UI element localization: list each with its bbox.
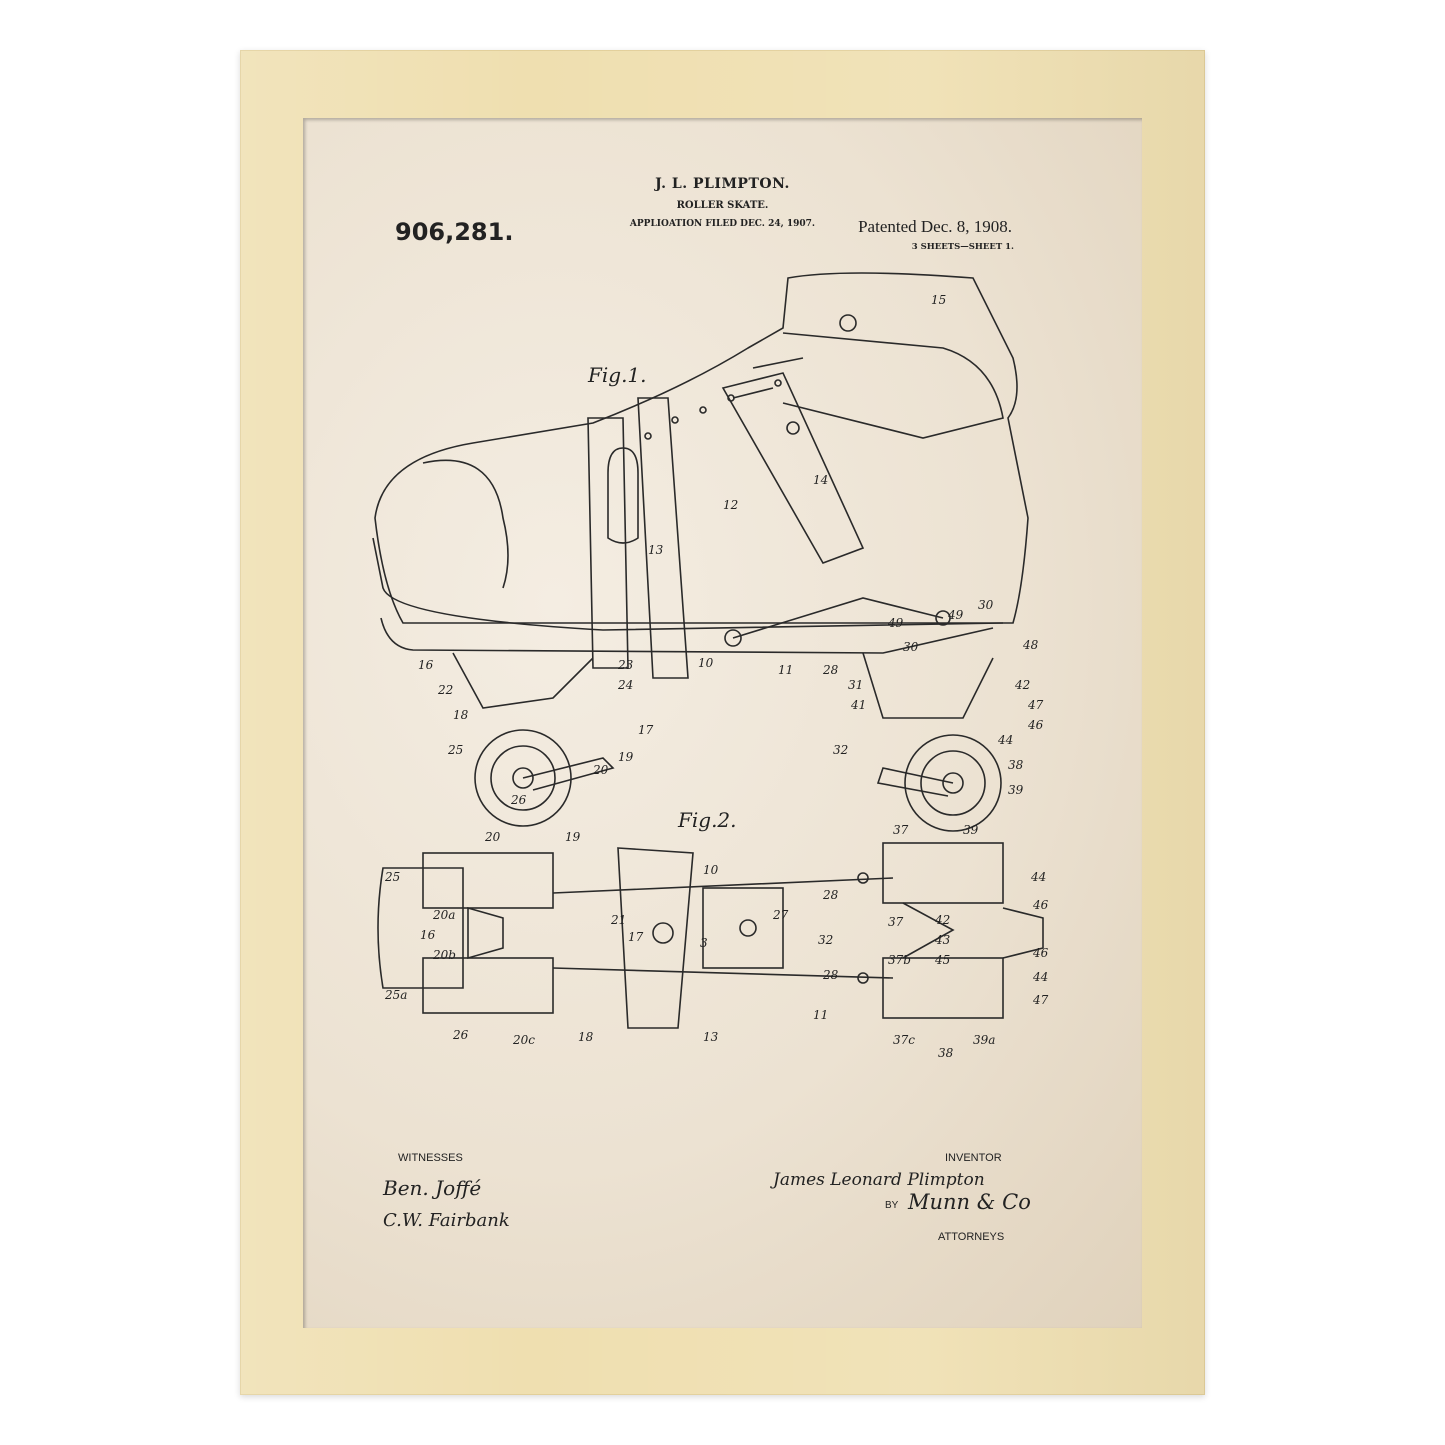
witness-signature-2: C.W. Fairbank: [383, 1210, 510, 1231]
part-number: 46: [1033, 946, 1049, 960]
part-number: 16: [418, 658, 434, 672]
part-number: 38: [938, 1046, 954, 1060]
part-number: 10: [703, 863, 719, 877]
part-number: 19: [565, 830, 581, 844]
part-number: 42: [1015, 678, 1031, 692]
fig1-wheels: [452, 652, 1002, 832]
part-number: 37c: [893, 1033, 915, 1047]
part-number: 41: [851, 698, 867, 712]
part-number: 15: [931, 293, 947, 307]
part-number: 10: [698, 656, 714, 670]
part-number: 27: [773, 908, 789, 922]
fig1-boot-side-view: [372, 272, 1029, 679]
patented-date: Patented Dec. 8, 1908.: [858, 217, 1012, 236]
part-number: 47: [1028, 698, 1044, 712]
part-number: 17: [628, 930, 644, 944]
part-number: 11: [778, 663, 794, 677]
witnesses-label: WITNESSES: [398, 1152, 463, 1164]
fig2-plan-view: [377, 842, 1044, 1029]
part-number: 3: [700, 936, 708, 950]
part-number: 37: [893, 823, 909, 837]
witness-signature-1: Ben. Joffé: [383, 1176, 482, 1200]
part-number: 16: [420, 928, 436, 942]
by-label: BY: [885, 1200, 899, 1211]
part-number: 26: [511, 793, 527, 807]
part-number: 44: [1031, 870, 1047, 884]
part-number: 47: [1033, 993, 1049, 1007]
inventor-label: INVENTOR: [945, 1152, 1002, 1164]
part-number: 11: [813, 1008, 829, 1022]
part-number: 12: [723, 498, 739, 512]
sheet-count: 3 SHEETS—SHEET 1.: [911, 242, 1014, 252]
part-number: 19: [618, 750, 634, 764]
patent-number: 906,281.: [395, 218, 514, 246]
part-number: 28: [823, 663, 839, 677]
part-number: 18: [578, 1030, 594, 1044]
part-number: 39a: [973, 1033, 996, 1047]
part-number: 45: [935, 953, 951, 967]
part-number: 49: [888, 616, 904, 630]
part-number: 49: [948, 608, 964, 622]
part-number: 20: [485, 830, 501, 844]
part-number: 32: [818, 933, 834, 947]
part-number: 46: [1033, 898, 1049, 912]
part-number: 32: [833, 743, 849, 757]
part-number: 20a: [433, 908, 456, 922]
part-number: 42: [935, 913, 951, 927]
part-number: 39: [1008, 783, 1024, 797]
part-number: 13: [703, 1030, 719, 1044]
part-number: 44: [998, 733, 1014, 747]
part-number: 25: [448, 743, 464, 757]
roller-skate-drawing: [372, 272, 1044, 1029]
part-number: 25: [385, 870, 401, 884]
part-number: 28: [823, 968, 839, 982]
part-number: 43: [935, 933, 951, 947]
attorneys-label: ATTORNEYS: [938, 1231, 1005, 1243]
patent-poster: J. L. PLIMPTON. ROLLER SKATE. APPLIOATIO…: [303, 118, 1142, 1328]
part-number: 37b: [888, 953, 911, 967]
part-number: 30: [978, 598, 994, 612]
inventor-header: J. L. PLIMPTON.: [655, 176, 790, 192]
part-number: 39: [963, 823, 979, 837]
part-number: 37: [888, 915, 904, 929]
part-number: 23: [618, 658, 634, 672]
fig1-label: Fig.1.: [588, 363, 647, 387]
part-number: 48: [1023, 638, 1039, 652]
part-number: 14: [813, 473, 829, 487]
part-number: 18: [453, 708, 469, 722]
part-number: 20c: [513, 1033, 535, 1047]
part-number: 46: [1028, 718, 1044, 732]
part-number: 28: [823, 888, 839, 902]
part-number: 17: [638, 723, 654, 737]
part-number: 44: [1033, 970, 1049, 984]
part-number: 13: [648, 543, 664, 557]
part-number: 31: [848, 678, 864, 692]
fig2-label: Fig.2.: [678, 808, 737, 832]
inventor-signature: James Leonard Plimpton: [773, 1170, 985, 1190]
part-number: 25a: [385, 988, 408, 1002]
part-number: 24: [618, 678, 634, 692]
part-number: 20: [593, 763, 609, 777]
part-number: 38: [1008, 758, 1024, 772]
part-number: 30: [903, 640, 919, 654]
attorney-signature: Munn & Co: [908, 1190, 1031, 1214]
part-number: 21: [611, 913, 627, 927]
part-number: 20b: [433, 948, 456, 962]
application-filed: APPLIOATION FILED DEC. 24, 1907.: [629, 219, 816, 229]
part-number: 22: [438, 683, 454, 697]
part-number: 26: [453, 1028, 469, 1042]
patent-title: ROLLER SKATE.: [676, 200, 769, 211]
